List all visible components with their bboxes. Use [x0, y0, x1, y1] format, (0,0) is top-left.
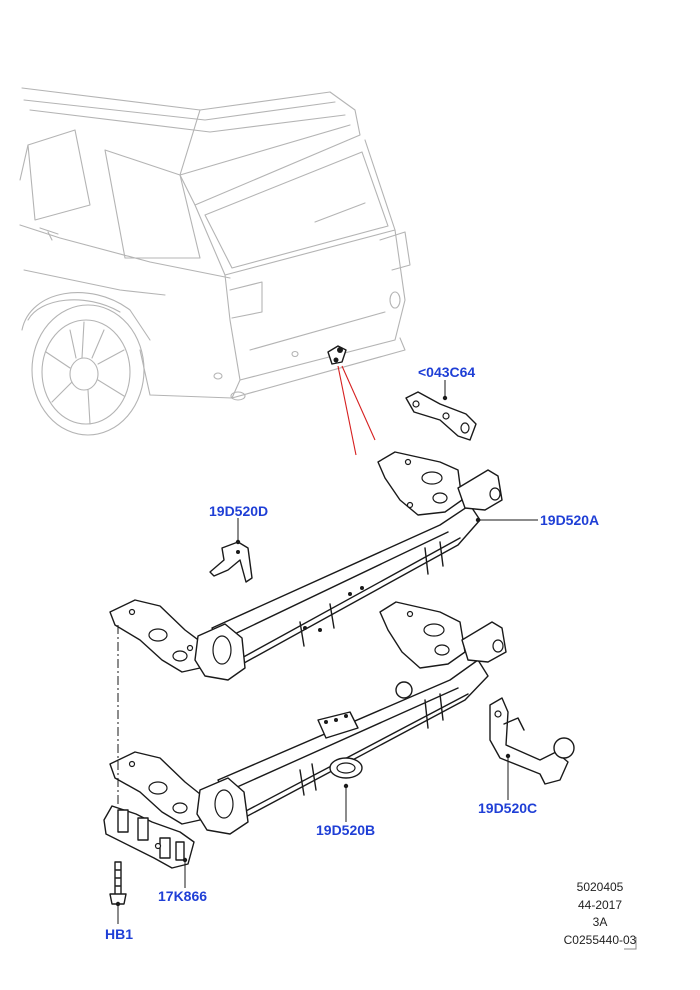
pointer-line-left — [337, 365, 357, 456]
ref-drawing-id: C0255440-03 — [563, 933, 637, 947]
bracket-043c64 — [405, 391, 477, 441]
bracket-19d520d — [209, 541, 253, 583]
tow-bar-assembly-lower — [109, 601, 507, 835]
callout-19d520a[interactable]: 19D520A — [540, 512, 600, 528]
callout-043c64[interactable]: <043C64 — [418, 364, 476, 380]
callout-17k866[interactable]: 17K866 — [158, 888, 208, 904]
ref-date: 44-2017 — [577, 898, 623, 912]
ref-revision: 3A — [592, 915, 608, 929]
hitch-location-pointer — [327, 345, 376, 456]
pointer-line-right — [341, 365, 376, 441]
corner-mark — [624, 937, 637, 950]
fixing-block-17k866 — [103, 805, 195, 869]
tow-bar-assembly-upper — [109, 451, 503, 681]
callout-19d520c[interactable]: 19D520C — [478, 800, 538, 816]
leader-lines — [115, 380, 538, 924]
bolt-hb1 — [109, 861, 127, 905]
callout-19d520d[interactable]: 19D520D — [209, 503, 269, 519]
callout-19d520b[interactable]: 19D520B — [316, 822, 376, 838]
callout-hb1[interactable]: HB1 — [105, 926, 134, 942]
ref-number: 5020405 — [576, 880, 624, 894]
vehicle-outline — [19, 87, 411, 436]
tow-ball-neck — [489, 697, 575, 785]
